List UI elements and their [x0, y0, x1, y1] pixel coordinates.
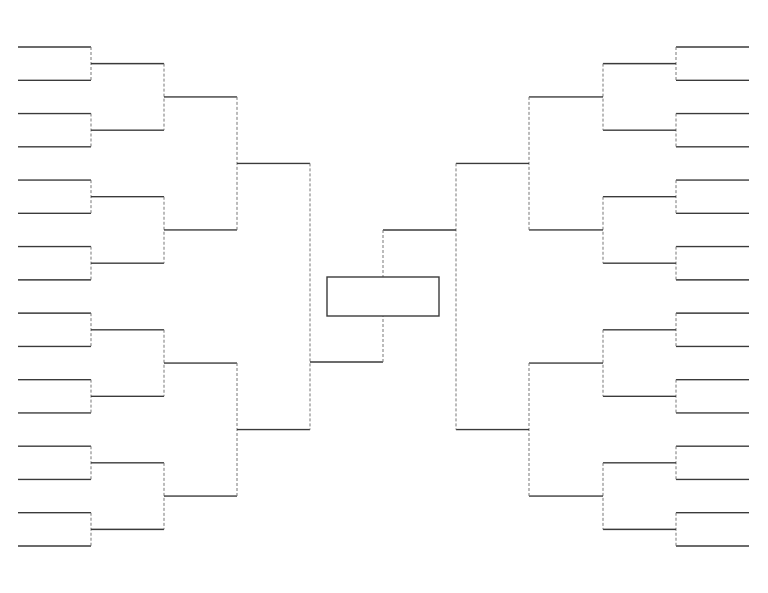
champion-box — [326, 276, 440, 317]
left-bracket-half — [18, 46, 311, 547]
final-area — [310, 229, 456, 363]
right-bracket-half — [455, 46, 749, 547]
